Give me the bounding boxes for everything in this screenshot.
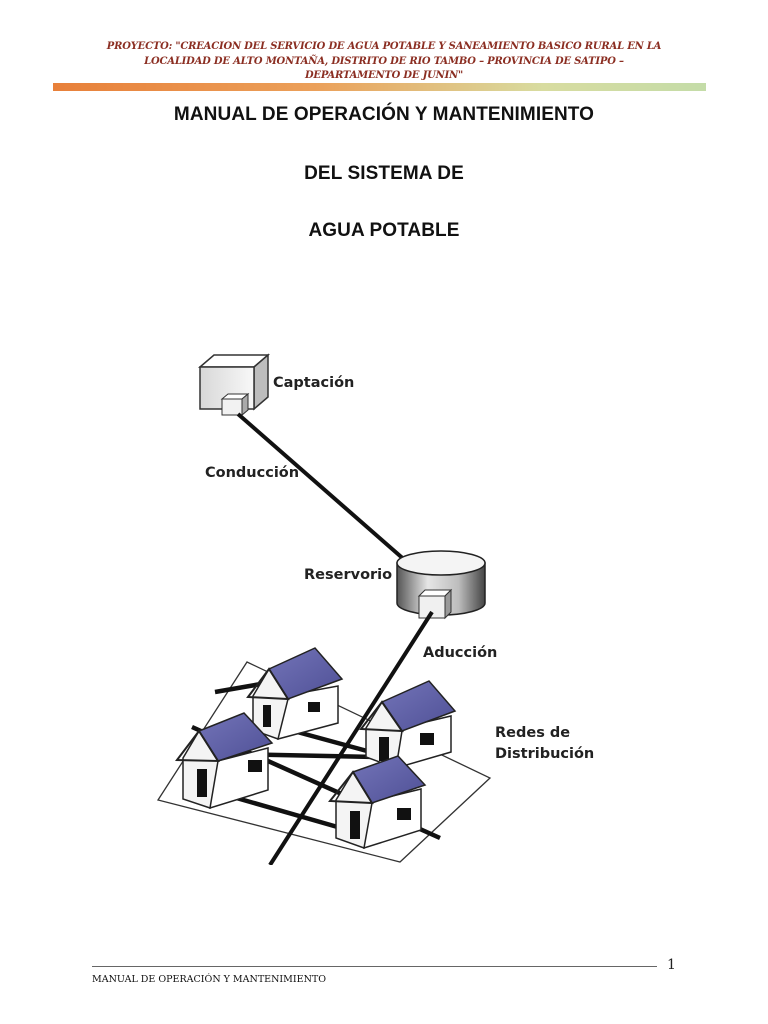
captacion-box — [197, 353, 271, 417]
label-aduccion: Aducción — [423, 645, 497, 661]
house-4 — [328, 755, 427, 850]
label-redes: Redes de — [495, 725, 570, 741]
footer-title: MANUAL DE OPERACIÓN Y MANTENIMIENTO — [92, 974, 327, 985]
label-distribucion: Distribución — [495, 746, 594, 762]
header-gradient-bar — [53, 83, 706, 91]
house-3 — [175, 712, 274, 810]
house-2 — [359, 680, 457, 770]
house-1 — [246, 647, 344, 740]
label-reservorio: Reservorio — [304, 567, 392, 583]
reservorio-tank — [396, 550, 486, 620]
title-line-1: MANUAL DE OPERACIÓN Y MANTENIMIENTO — [173, 104, 595, 125]
label-captacion: Captación — [273, 375, 354, 391]
water-system-diagram: Captación Conducción Reservorio Aducción… — [150, 335, 610, 867]
page-number: 1 — [667, 957, 676, 973]
title-line-3: AGUA POTABLE — [308, 220, 460, 241]
footer-rule — [92, 966, 657, 967]
label-conduccion: Conducción — [205, 465, 299, 481]
project-header: PROYECTO: "CREACION DEL SERVICIO DE AGUA… — [106, 41, 662, 81]
aduccion-pipe — [268, 610, 434, 867]
title-line-2: DEL SISTEMA DE — [304, 163, 464, 184]
conduccion-pipe — [236, 412, 409, 564]
